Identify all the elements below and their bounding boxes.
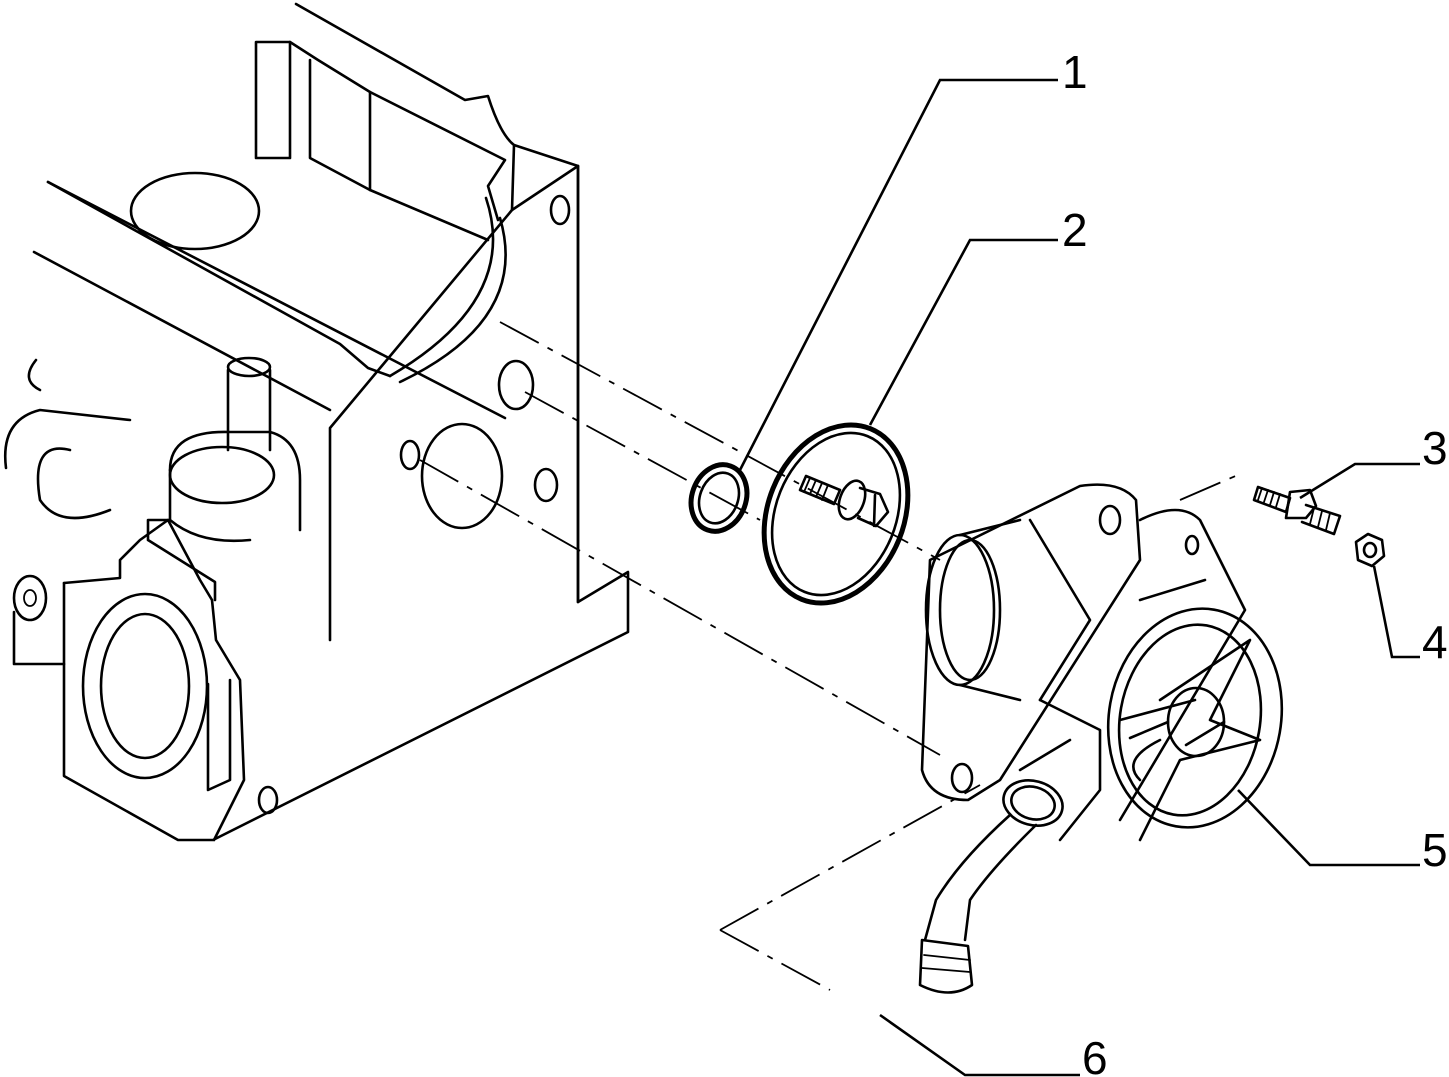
hex-nut: [1354, 532, 1386, 568]
vacuum-pump: [918, 483, 1284, 994]
engine-block: [3, 2, 630, 842]
callouts: 1 2 3 4 5 6: [1062, 46, 1448, 1077]
callout-2: 2: [1062, 204, 1088, 256]
callout-4: 4: [1422, 616, 1448, 668]
leader-lines: [738, 78, 1420, 1077]
callout-5: 5: [1422, 824, 1448, 876]
leader-4: [1372, 565, 1420, 659]
leader-6: [879, 1013, 1080, 1077]
leader-5: [1237, 789, 1420, 867]
leader-3: [1299, 462, 1420, 500]
callout-1: 1: [1062, 46, 1088, 98]
callout-6: 6: [1082, 1032, 1108, 1077]
leader-2: [868, 238, 1058, 426]
small-o-ring: [688, 462, 750, 534]
flange-bolt: [798, 474, 890, 528]
callout-3: 3: [1422, 422, 1448, 474]
leader-1: [738, 78, 1058, 471]
assembly-lines: [419, 321, 1241, 991]
large-o-ring: [761, 422, 911, 606]
stud-bolt: [1252, 485, 1342, 536]
